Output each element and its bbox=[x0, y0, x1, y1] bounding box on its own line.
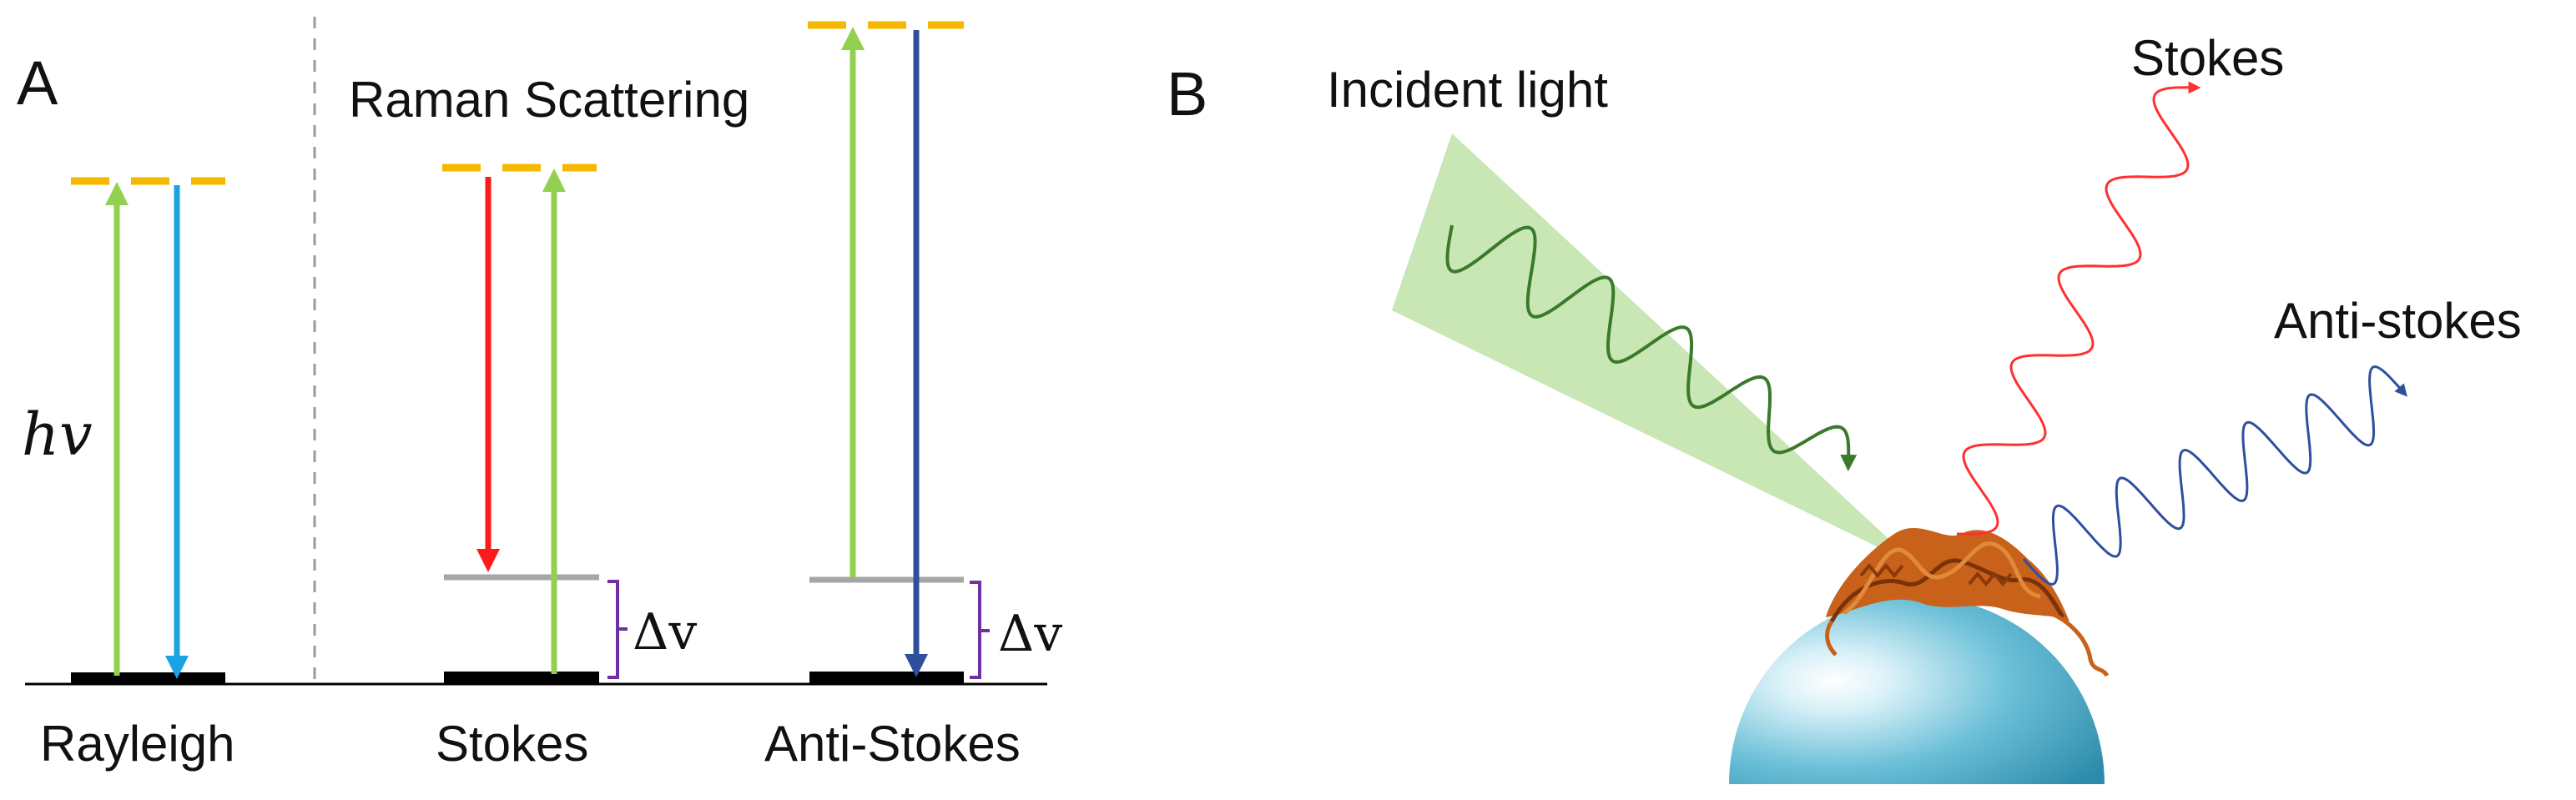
rayleigh-label: Rayleigh bbox=[40, 716, 234, 772]
anti-stokes-shift-bracket bbox=[970, 581, 990, 679]
anti-stokes-scattered-wave bbox=[2022, 365, 2407, 586]
stokes-shift-bracket bbox=[607, 580, 628, 679]
stokes-output-label: Stokes bbox=[2131, 30, 2284, 86]
raman-scattering-title: Raman Scattering bbox=[349, 72, 749, 128]
incident-light-cone bbox=[1392, 133, 1919, 567]
stokes-scattered-wave bbox=[1956, 81, 2201, 536]
stokes-label: Stokes bbox=[436, 716, 588, 772]
incident-light-label: Incident light bbox=[1327, 62, 1608, 118]
nanoparticle-sphere bbox=[1729, 596, 2105, 784]
stokes-shift-label: Δv bbox=[633, 603, 697, 662]
anti-stokes-group: Δv bbox=[808, 21, 1062, 683]
panel-b-label: B bbox=[1167, 59, 1207, 128]
anti-stokes-label: Anti-Stokes bbox=[764, 716, 1021, 772]
stokes-group: Δv bbox=[442, 164, 697, 683]
anti-stokes-output-label: Anti-stokes bbox=[2274, 293, 2522, 349]
anti-stokes-shift-label: Δv bbox=[998, 605, 1062, 663]
energy-label: hv bbox=[22, 400, 93, 469]
protein-molecule bbox=[1825, 527, 2110, 677]
rayleigh-group bbox=[71, 177, 225, 684]
panel-a-label: A bbox=[17, 48, 58, 118]
incident-wave bbox=[1445, 224, 1858, 471]
